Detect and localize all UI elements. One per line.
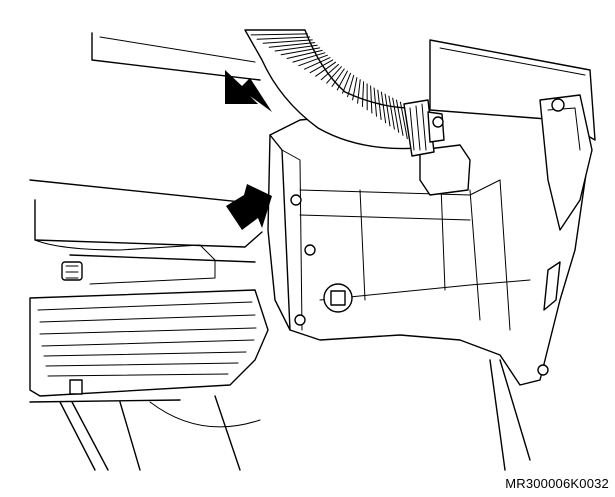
hose-rib bbox=[361, 81, 365, 107]
corrugated-hose bbox=[244, 29, 445, 157]
hose-rib bbox=[347, 74, 355, 98]
hose-rib bbox=[280, 47, 321, 56]
flange-bolt bbox=[290, 194, 302, 206]
vehicle-floor-outline bbox=[29, 32, 271, 285]
hose-rib bbox=[326, 66, 342, 84]
hose-rib bbox=[370, 85, 373, 114]
hose-rib bbox=[292, 52, 326, 63]
upper-arrow bbox=[225, 70, 272, 112]
hose-rib bbox=[320, 64, 339, 81]
hose-rib bbox=[384, 93, 391, 127]
hose-rib bbox=[315, 61, 337, 77]
drain-plug bbox=[61, 261, 83, 281]
transmission-housing bbox=[267, 39, 596, 386]
hose-rib bbox=[392, 97, 400, 133]
flange-bolt bbox=[304, 244, 316, 256]
hose-rib bbox=[380, 91, 387, 124]
hose-rib bbox=[399, 101, 408, 140]
lower-supports bbox=[29, 359, 531, 471]
reference-code: MR300006K0032 bbox=[505, 476, 609, 491]
hose-rib bbox=[373, 87, 377, 117]
hose-rib bbox=[331, 68, 345, 87]
hose-rib bbox=[274, 44, 318, 52]
hose-rib bbox=[304, 57, 331, 70]
oil-pan bbox=[29, 261, 269, 397]
hose-rib bbox=[342, 72, 351, 94]
hose-rib bbox=[268, 42, 316, 48]
hose-rib bbox=[286, 49, 323, 59]
hose-rib bbox=[377, 89, 382, 120]
hose-rib bbox=[298, 54, 328, 67]
hose-rib bbox=[388, 95, 395, 130]
flange-bolt bbox=[294, 314, 306, 326]
hose-rib bbox=[309, 59, 334, 74]
lower-arrow bbox=[226, 184, 272, 230]
hose-rib bbox=[357, 79, 361, 104]
hose-rib bbox=[262, 39, 313, 44]
hose-rib bbox=[250, 33, 308, 36]
flange-bolt bbox=[537, 364, 549, 376]
hose-rib bbox=[336, 70, 348, 91]
hose-rib bbox=[396, 99, 404, 136]
hose-rib bbox=[352, 77, 358, 101]
hose-rib bbox=[256, 36, 311, 40]
